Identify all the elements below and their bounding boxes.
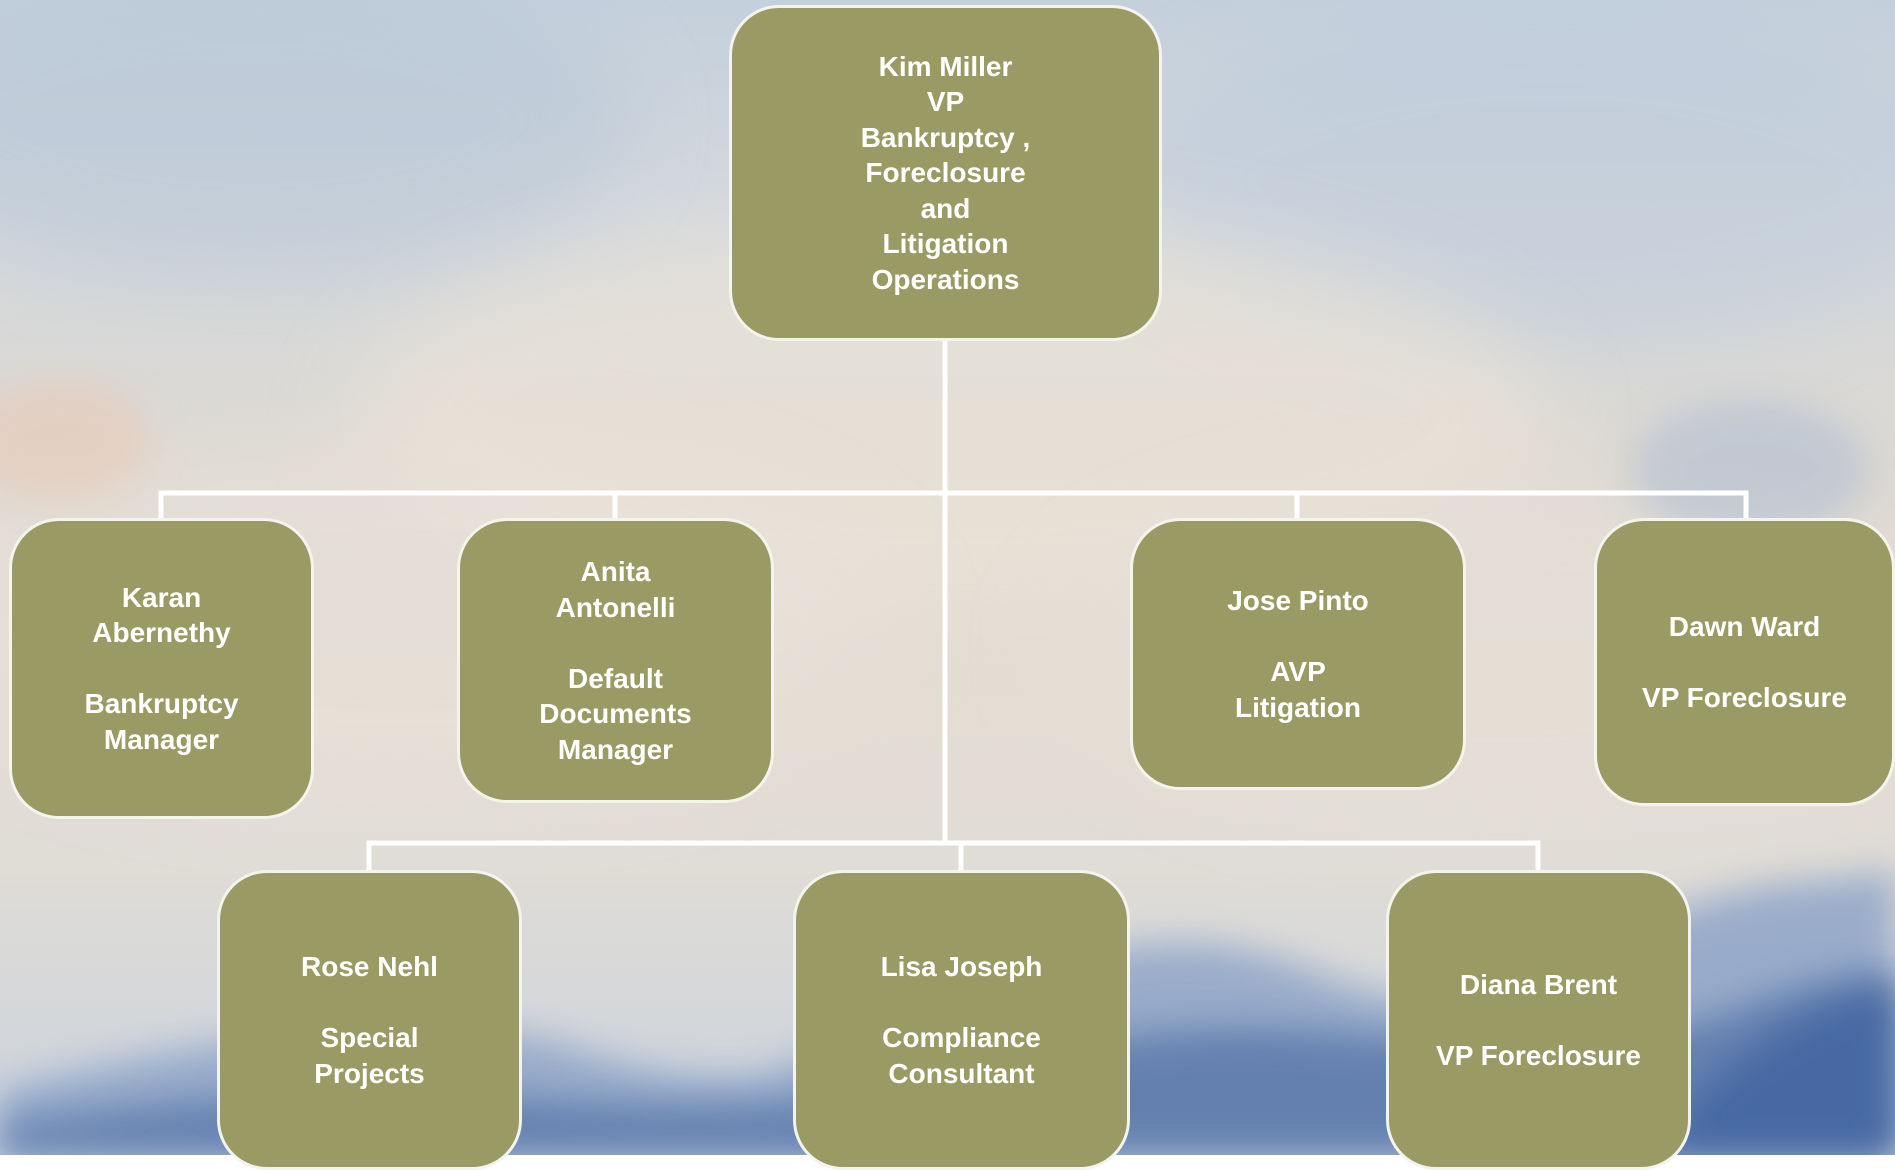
node-title-line: Manager bbox=[103, 723, 220, 755]
node-title-line: Litigation bbox=[1235, 691, 1361, 723]
node-title-line: Consultant bbox=[888, 1057, 1035, 1089]
node-anita-antonelli: Anita Antonelli Default Documents Manage… bbox=[457, 518, 774, 803]
node-title-line: Default bbox=[568, 662, 663, 694]
node-title-line: Operations bbox=[871, 263, 1020, 295]
node-name: Abernethy bbox=[92, 617, 231, 649]
node-title-line: VP bbox=[926, 86, 965, 118]
node-rose-nehl: Rose Nehl Special Projects bbox=[217, 870, 522, 1170]
node-name: Rose Nehl bbox=[301, 951, 438, 982]
node-karan-abernethy: Karan Abernethy Bankruptcy Manager bbox=[9, 518, 314, 819]
node-title-line: Projects bbox=[314, 1057, 425, 1089]
node-title-line: Special bbox=[320, 1022, 419, 1053]
node-name: Antonelli bbox=[555, 591, 676, 623]
node-title-line: Documents bbox=[539, 698, 692, 729]
node-name: Lisa Joseph bbox=[880, 951, 1043, 982]
node-title-line: and bbox=[920, 192, 971, 224]
node-name: Dawn Ward bbox=[1668, 610, 1821, 642]
node-jose-pinto: Jose Pinto AVP Litigation bbox=[1130, 518, 1466, 790]
node-title-line: Litigation bbox=[882, 228, 1009, 260]
node-name: Diana Brent bbox=[1459, 968, 1618, 1000]
node-title-line: Bankruptcy , bbox=[860, 121, 1031, 153]
node-name: Anita bbox=[580, 556, 651, 587]
node-title-line: Bankruptcy bbox=[84, 688, 239, 720]
node-name: Karan bbox=[121, 581, 202, 613]
node-title-line: Compliance bbox=[882, 1022, 1041, 1053]
node-title-line: VP Foreclosure bbox=[1436, 1039, 1641, 1071]
node-title-line: Manager bbox=[557, 733, 674, 765]
node-title-line: AVP bbox=[1270, 656, 1326, 687]
node-name: Jose Pinto bbox=[1227, 585, 1369, 616]
node-diana-brent: Diana Brent VP Foreclosure bbox=[1386, 870, 1691, 1170]
node-name: Kim Miller bbox=[878, 50, 1013, 82]
node-title-line: Foreclosure bbox=[865, 157, 1026, 189]
node-dawn-ward: Dawn Ward VP Foreclosure bbox=[1594, 518, 1895, 806]
node-kim-miller: Kim Miller VP Bankruptcy , Foreclosure a… bbox=[729, 5, 1162, 341]
node-title-line: VP Foreclosure bbox=[1642, 681, 1847, 713]
node-lisa-joseph: Lisa Joseph Compliance Consultant bbox=[793, 870, 1130, 1170]
